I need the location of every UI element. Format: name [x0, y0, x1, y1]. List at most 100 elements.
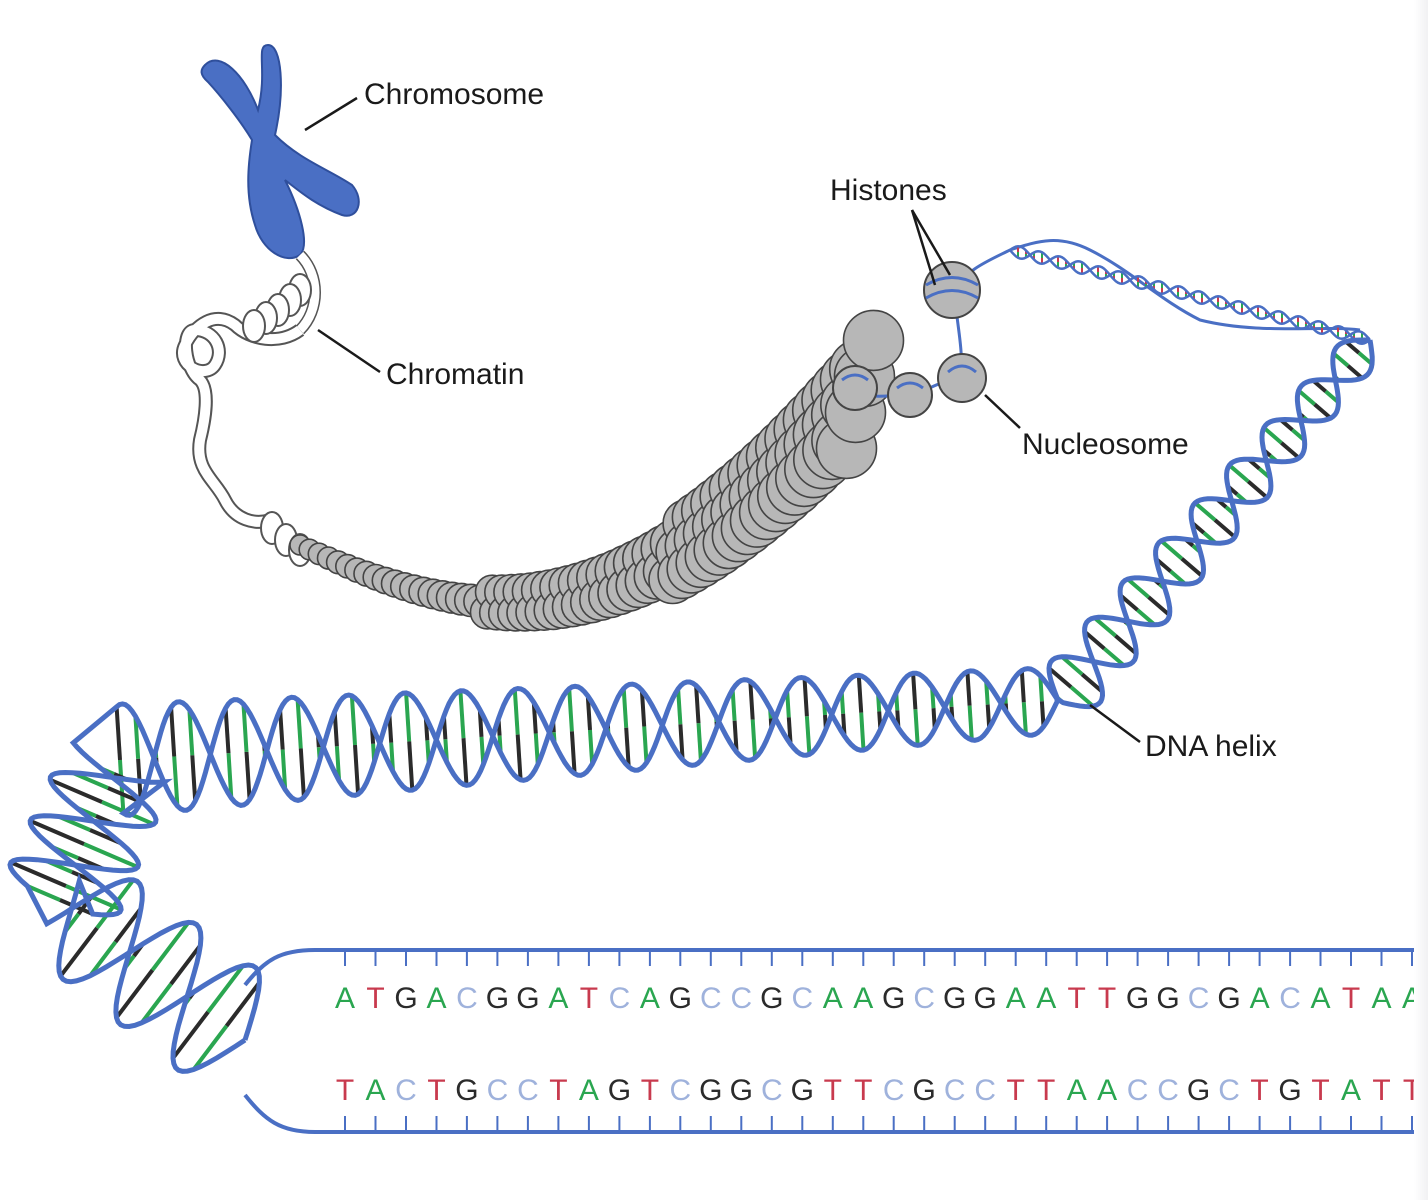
base-letter: A — [335, 982, 355, 1015]
base-letter: C — [730, 982, 752, 1015]
base-letter: T — [1068, 982, 1086, 1015]
base-pair-half — [150, 921, 191, 972]
base-letter: A — [1341, 1074, 1361, 1107]
base-pair-half — [88, 940, 118, 978]
base-pair-half — [192, 1024, 229, 1071]
base-pair-half — [133, 715, 141, 759]
base-letter: G — [791, 1074, 814, 1107]
base-letter: A — [1371, 982, 1391, 1015]
base-pair-half — [856, 675, 864, 713]
base-pair-half — [169, 707, 177, 757]
base-pair-half — [1039, 701, 1046, 727]
base-pair-half — [1332, 351, 1350, 368]
base-letter: C — [1188, 982, 1210, 1015]
base-pair-half — [171, 1010, 210, 1060]
base-pair-half — [280, 749, 288, 790]
base-letter: A — [640, 982, 660, 1015]
base-letter: G — [1217, 982, 1240, 1015]
base-pair-half — [223, 708, 231, 754]
base-pair-half — [1147, 595, 1171, 617]
base-pair-half — [678, 724, 685, 760]
base-letter: G — [943, 982, 966, 1015]
base-pair-half — [750, 719, 758, 758]
base-pair-half — [696, 722, 703, 761]
base-letter: T — [1007, 1074, 1025, 1107]
chromosome-shape — [200, 43, 360, 260]
base-pair-half — [349, 695, 357, 746]
base-pair-half — [1193, 501, 1217, 522]
base-pair-half — [1313, 402, 1333, 420]
base-pair-half — [1093, 616, 1117, 638]
base-letter: A — [579, 1074, 599, 1107]
label-histones: Histones — [830, 174, 947, 207]
base-pair-half — [1297, 388, 1316, 406]
base-pair-half — [1262, 426, 1283, 445]
base-letter: T — [1098, 982, 1116, 1015]
label-chromatin: Chromatin — [386, 358, 524, 391]
base-letter: C — [609, 982, 631, 1015]
base-pair-half — [1060, 655, 1084, 676]
base-letter: C — [944, 1074, 966, 1107]
base-letter: G — [760, 982, 783, 1015]
base-letter: A — [426, 982, 446, 1015]
base-pair-half — [1246, 479, 1269, 500]
base-letter: T — [854, 1074, 872, 1107]
base-pair-half — [588, 729, 595, 765]
base-pair-half — [461, 737, 469, 786]
base-letter: T — [580, 982, 598, 1015]
base-letter: A — [548, 982, 568, 1015]
base-pair-half — [642, 726, 649, 763]
base-letter: C — [456, 982, 478, 1015]
base-letter: G — [455, 1074, 478, 1107]
base-pair-half — [29, 819, 85, 846]
dna-strand — [27, 339, 1375, 1074]
base-pair-half — [1227, 463, 1250, 483]
nucleosome-fiber — [289, 309, 905, 632]
base-letter: A — [1310, 982, 1330, 1015]
chromatin-fiber — [176, 250, 321, 529]
label-chromosome: Chromosome — [364, 78, 544, 111]
nucleosome-bead — [842, 309, 905, 372]
base-letter: G — [516, 982, 539, 1015]
base-letter: G — [394, 982, 417, 1015]
base-letter: C — [883, 1074, 905, 1107]
base-pair-half — [404, 692, 412, 742]
base-pair-half — [224, 981, 261, 1028]
base-pair-half — [911, 673, 918, 710]
base-pair-half — [114, 968, 155, 1019]
base-pair-half — [1114, 634, 1138, 656]
base-letter: G — [1187, 1074, 1210, 1107]
base-pair-half — [639, 690, 647, 727]
base-letter: C — [395, 1074, 417, 1107]
base-pair-half — [169, 943, 202, 986]
base-letter: G — [882, 982, 905, 1015]
right-edge-shadow — [1414, 0, 1428, 1200]
base-pair-half — [113, 906, 143, 944]
base-pair-half — [624, 727, 631, 768]
base-pair-half — [353, 744, 361, 795]
base-pair-half — [748, 681, 755, 720]
base-letter: T — [549, 1074, 567, 1107]
base-letter: C — [1218, 1074, 1240, 1107]
base-letter: A — [365, 1074, 385, 1107]
base-pair-half — [515, 734, 523, 780]
label-nucleosome: Nucleosome — [1022, 428, 1189, 461]
ladder-ticks — [344, 952, 1413, 1130]
base-pair-half — [295, 699, 303, 749]
base-letter: A — [853, 982, 873, 1015]
base-letter: T — [1037, 1074, 1055, 1107]
base-pair-half — [298, 748, 306, 798]
base-pair-half — [804, 716, 812, 755]
base-pair-half — [206, 964, 245, 1014]
leader-lines — [304, 96, 1141, 744]
base-letter: C — [761, 1074, 783, 1107]
base-pair-half — [1213, 518, 1237, 539]
base-letter: C — [487, 1074, 509, 1107]
base-pair-half — [967, 705, 974, 741]
base-letter: T — [1311, 1074, 1329, 1107]
base-pair-half — [1019, 670, 1026, 703]
base-letter: G — [974, 982, 997, 1015]
base-letter: C — [1279, 982, 1301, 1015]
base-pair-half — [114, 706, 122, 761]
